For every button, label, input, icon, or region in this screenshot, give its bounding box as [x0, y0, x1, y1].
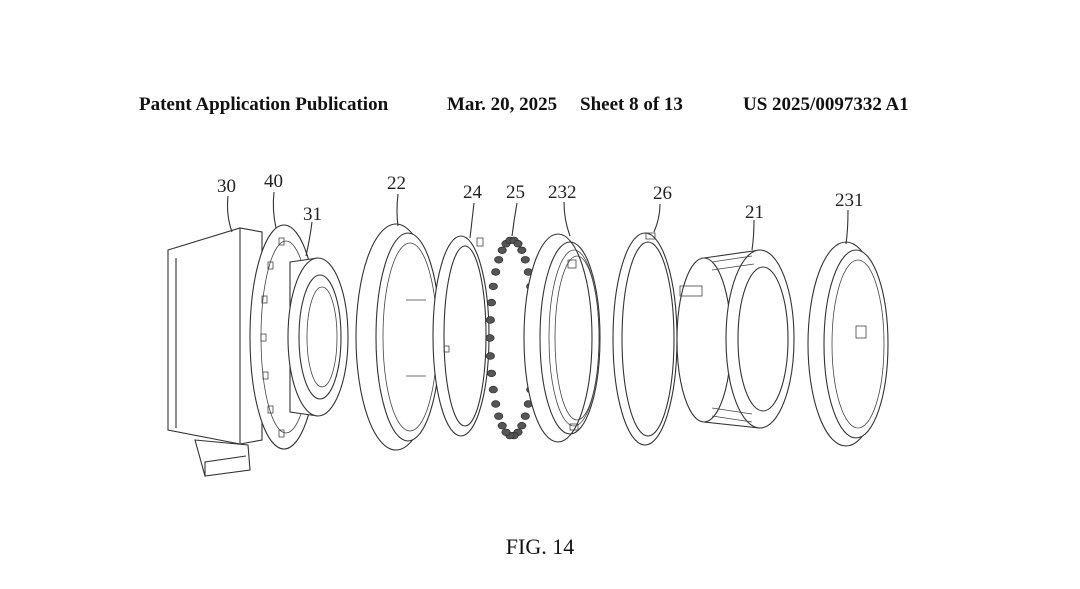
component-232-threaded-ring	[523, 233, 601, 443]
ball	[485, 316, 495, 324]
ball	[494, 256, 504, 264]
ball	[497, 246, 507, 255]
figure-caption: FIG. 14	[505, 534, 575, 559]
ball	[517, 422, 527, 430]
label-21: 21	[745, 202, 764, 223]
component-21-cylinder	[676, 249, 795, 429]
ball	[491, 400, 501, 408]
label-40: 40	[264, 171, 283, 192]
component-24-thin-ring	[432, 235, 490, 437]
ball	[520, 412, 530, 420]
component-22-ring	[355, 223, 441, 451]
label-25: 25	[506, 182, 525, 203]
label-26: 26	[653, 183, 672, 204]
ball	[491, 268, 501, 276]
ball	[520, 256, 530, 264]
ball	[485, 352, 495, 360]
ball	[486, 298, 496, 307]
label-31: 31	[303, 204, 322, 225]
ball	[488, 385, 498, 394]
component-30-housing	[167, 227, 263, 477]
leader-lines	[226, 191, 849, 257]
flange-bolt-holes	[260, 237, 285, 438]
ball	[517, 246, 527, 255]
component-31-barrel	[287, 257, 349, 417]
publication-date: Mar. 20, 2025	[447, 94, 558, 115]
label-231: 231	[835, 190, 864, 211]
patent-header: Patent Application Publication Mar. 20, …	[0, 94, 1080, 120]
ball	[486, 369, 496, 378]
label-22: 22	[387, 173, 406, 194]
reference-labels: 30 40 31 22 24 25 232 26 21 231	[217, 171, 864, 225]
ball	[497, 422, 507, 430]
publication-number: US 2025/0097332 A1	[743, 94, 909, 115]
component-26-snap-ring	[612, 232, 678, 446]
sheet-number: Sheet 8 of 13	[580, 94, 683, 115]
label-24: 24	[463, 182, 483, 203]
label-232: 232	[548, 182, 577, 203]
publication-title: Patent Application Publication	[139, 94, 389, 115]
label-30: 30	[217, 176, 236, 197]
ball	[501, 428, 511, 436]
ball	[485, 334, 495, 342]
component-231-outer-ring	[807, 241, 889, 447]
ball	[488, 282, 498, 291]
ball	[513, 240, 523, 248]
ball	[494, 412, 504, 420]
